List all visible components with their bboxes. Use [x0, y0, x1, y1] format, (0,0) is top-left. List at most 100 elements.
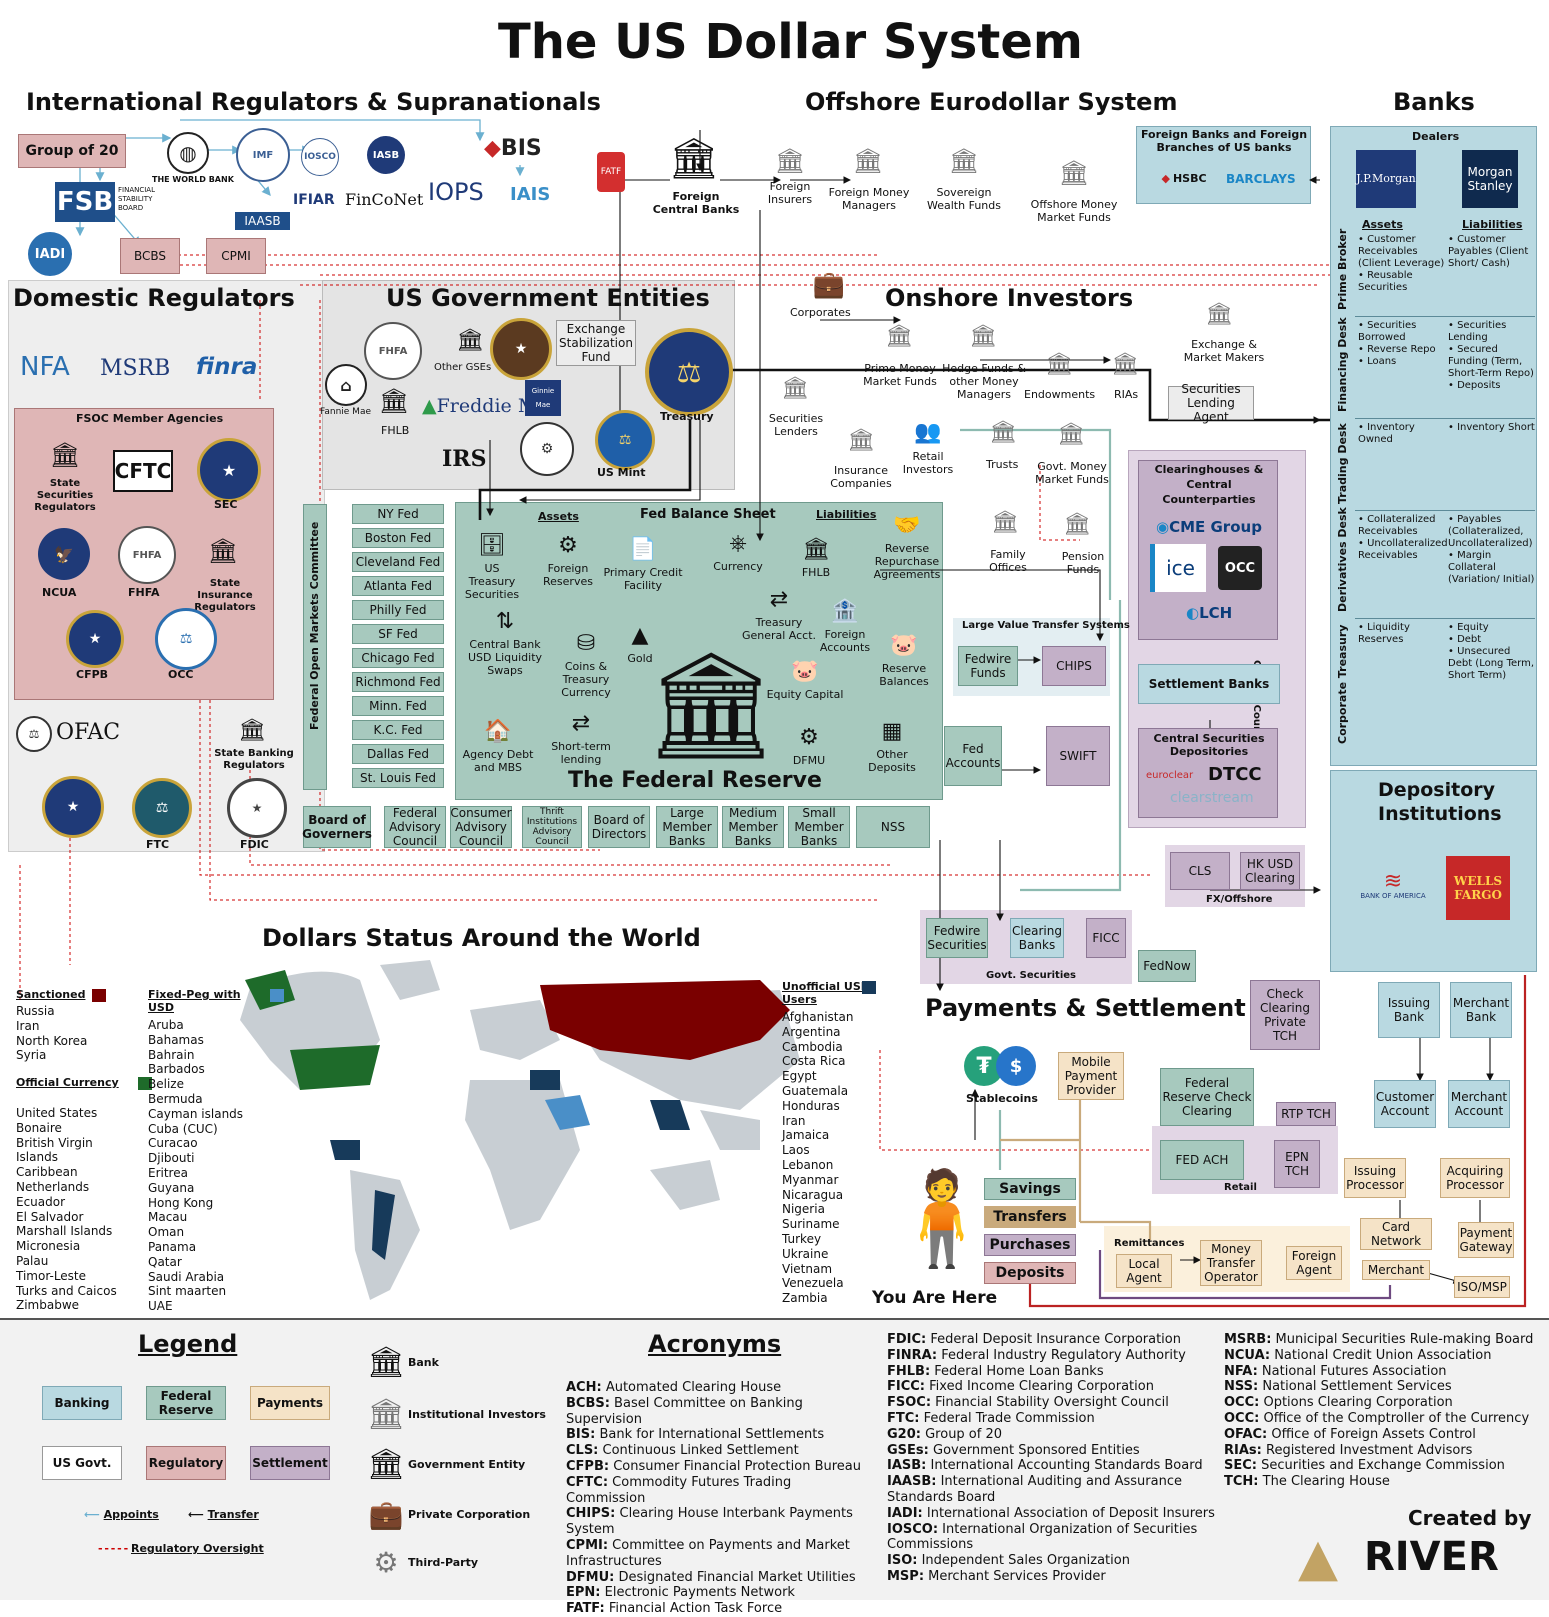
fincen-seal[interactable]: ★ — [42, 776, 104, 838]
ffiec-seal[interactable]: ★ — [490, 318, 552, 380]
card-network-box[interactable]: Card Network — [1360, 1218, 1432, 1250]
clearstream-logo[interactable]: clearstream — [1170, 790, 1254, 806]
govt-mmf-label[interactable]: Govt. Money Market Funds — [1035, 460, 1109, 486]
sec-lenders-label[interactable]: Securities Lenders — [768, 412, 824, 438]
fedwire-funds-box[interactable]: Fedwire Funds — [958, 646, 1018, 686]
g20-box[interactable]: Group of 20 — [18, 134, 126, 168]
fedwire-securities-box[interactable]: Fedwire Securities — [926, 918, 988, 958]
ifiar-logo[interactable]: IFIAR — [293, 192, 335, 208]
issuing-processor-box[interactable]: Issuing Processor — [1344, 1158, 1406, 1198]
iops-logo[interactable]: IOPS — [428, 178, 484, 206]
river-brand[interactable]: RIVER — [1364, 1534, 1499, 1580]
sla-box[interactable]: Securities Lending Agent — [1168, 382, 1254, 424]
family-label[interactable]: Family Offices — [989, 548, 1027, 574]
cftc-logo[interactable]: CFTC — [113, 450, 173, 492]
ommf-label[interactable]: Offshore Money Market Funds — [1030, 198, 1118, 224]
rrp-label[interactable]: Reverse Repurchase Agreements — [873, 542, 941, 581]
fed-bank-box[interactable]: K.C. Fed — [352, 720, 444, 740]
lch-logo[interactable]: ◐LCH — [1186, 604, 1232, 622]
foreign-accounts-label[interactable]: Foreign Accounts — [819, 628, 871, 654]
cme-logo[interactable]: ◉CME Group — [1156, 518, 1262, 536]
sec-seal[interactable]: ★ — [197, 438, 261, 502]
fed-bank-box[interactable]: Boston Fed — [352, 528, 444, 548]
occ-ccp-logo[interactable]: OCC — [1218, 546, 1262, 590]
bis-logo[interactable]: ◆BIS — [484, 136, 542, 161]
iosco-logo[interactable]: IOSCO — [301, 138, 339, 176]
council-box[interactable]: Thrift Institutions Advisory Council — [522, 806, 582, 848]
local-agent-box[interactable]: Local Agent — [1116, 1254, 1172, 1288]
gold-label[interactable]: Gold — [627, 652, 653, 665]
rias-label[interactable]: RIAs — [1114, 388, 1139, 401]
dfmu-label[interactable]: DFMU — [792, 754, 826, 767]
finra-logo[interactable]: finra — [196, 354, 258, 380]
finconet-logo[interactable]: FinCoNet — [345, 190, 424, 209]
wells-fargo-logo[interactable]: WELLS FARGO — [1446, 856, 1510, 920]
ginnie-mae-logo[interactable]: Ginnie Mae — [525, 380, 561, 416]
iso-msp-box[interactable]: ISO/MSP — [1454, 1276, 1510, 1298]
check-tch-box[interactable]: Check Clearing Private TCH — [1250, 980, 1320, 1050]
council-box[interactable]: Board of Directors — [588, 806, 650, 848]
mobile-payment-box[interactable]: Mobile Payment Provider — [1058, 1052, 1124, 1100]
euroclear-logo[interactable]: euroclear — [1146, 770, 1194, 781]
prime-mmf-label[interactable]: Prime Money Market Funds — [863, 362, 937, 388]
sbr-label[interactable]: State Banking Regulators — [214, 748, 294, 771]
transfers-button[interactable]: Transfers — [984, 1206, 1076, 1228]
fsb-logo[interactable]: FSB — [55, 182, 115, 222]
ust-label[interactable]: US Treasury Securities — [464, 562, 520, 601]
purchases-button[interactable]: Purchases — [984, 1234, 1076, 1256]
fed-bank-box[interactable]: SF Fed — [352, 624, 444, 644]
fed-ach-box[interactable]: FED ACH — [1160, 1140, 1244, 1180]
other-dep-label[interactable]: Other Deposits — [868, 748, 916, 774]
settlement-banks-box[interactable]: Settlement Banks — [1138, 664, 1280, 704]
fed-bank-box[interactable]: Cleveland Fed — [352, 552, 444, 572]
ice-logo[interactable]: ice — [1150, 544, 1206, 592]
fed-bank-box[interactable]: Chicago Fed — [352, 648, 444, 668]
council-box[interactable]: Small Member Banks — [788, 806, 850, 848]
trusts-label[interactable]: Trusts — [986, 458, 1019, 471]
ncua-seal[interactable]: 🦅 — [38, 528, 90, 580]
cfpb-seal[interactable]: ★ — [66, 610, 124, 668]
ficc-box[interactable]: FICC — [1086, 918, 1126, 958]
equity-label[interactable]: Equity Capital — [766, 688, 844, 701]
cls-box[interactable]: CLS — [1170, 852, 1230, 890]
agency-label[interactable]: Agency Debt and MBS — [462, 748, 534, 774]
ofac-seal[interactable]: ⚖ — [16, 716, 52, 752]
occ-seal[interactable]: ⚖ — [155, 608, 217, 670]
frcc-box[interactable]: Federal Reserve Check Clearing — [1160, 1068, 1254, 1126]
retail-inv-label[interactable]: Retail Investors — [902, 450, 954, 476]
msrb-logo[interactable]: MSRB — [100, 356, 171, 381]
endowments-label[interactable]: Endowments — [1024, 388, 1096, 401]
savings-button[interactable]: Savings — [984, 1178, 1076, 1200]
fed-bank-box[interactable]: Richmond Fed — [352, 672, 444, 692]
treasury-seal[interactable]: ⚖ — [645, 328, 733, 416]
stablecoins-logo[interactable]: ₮ — [964, 1046, 1004, 1086]
morgan-stanley-logo[interactable]: Morgan Stanley — [1462, 150, 1518, 208]
ssr-label[interactable]: State Securities Regulators — [34, 478, 96, 513]
nfa-logo[interactable]: NFA — [20, 352, 70, 382]
esf-box[interactable]: Exchange Stabilization Fund — [556, 320, 636, 366]
jpmorgan-logo[interactable]: J.P.Morgan — [1356, 150, 1416, 208]
corporates-label[interactable]: Corporates — [790, 306, 851, 319]
foreign-reserves-label[interactable]: Foreign Reserves — [543, 562, 593, 588]
nss-box[interactable]: NSS — [856, 806, 930, 848]
iais-logo[interactable]: IAIS — [510, 184, 551, 205]
foreign-central-banks-label[interactable]: Foreign Central Banks — [652, 190, 740, 216]
fannie-mae-logo[interactable]: ⌂ — [325, 364, 367, 406]
fed-bank-box[interactable]: St. Louis Fed — [352, 768, 444, 788]
insurance-label[interactable]: Insurance Companies — [830, 464, 892, 490]
merchant-bank-box[interactable]: Merchant Bank — [1450, 982, 1512, 1038]
fed-bank-box[interactable]: NY Fed — [352, 504, 444, 524]
merchant-box[interactable]: Merchant — [1362, 1260, 1430, 1280]
council-box[interactable]: Medium Member Banks — [722, 806, 784, 848]
world-bank-logo[interactable]: ◍ — [167, 132, 209, 174]
acquiring-processor-box[interactable]: Acquiring Processor — [1440, 1158, 1510, 1198]
fatf-logo[interactable]: FATF — [597, 152, 625, 192]
fednow-box[interactable]: FedNow — [1138, 950, 1196, 982]
fed-bank-box[interactable]: Atlanta Fed — [352, 576, 444, 596]
issuing-bank-box[interactable]: Issuing Bank — [1378, 982, 1440, 1038]
barclays-logo[interactable]: BARCLAYS — [1226, 172, 1296, 186]
swf-label[interactable]: Sovereign Wealth Funds — [927, 186, 1001, 212]
bep-seal[interactable]: ⚙ — [520, 422, 574, 476]
bcbs-box[interactable]: BCBS — [120, 238, 180, 274]
usdc-logo[interactable]: $ — [996, 1046, 1036, 1086]
